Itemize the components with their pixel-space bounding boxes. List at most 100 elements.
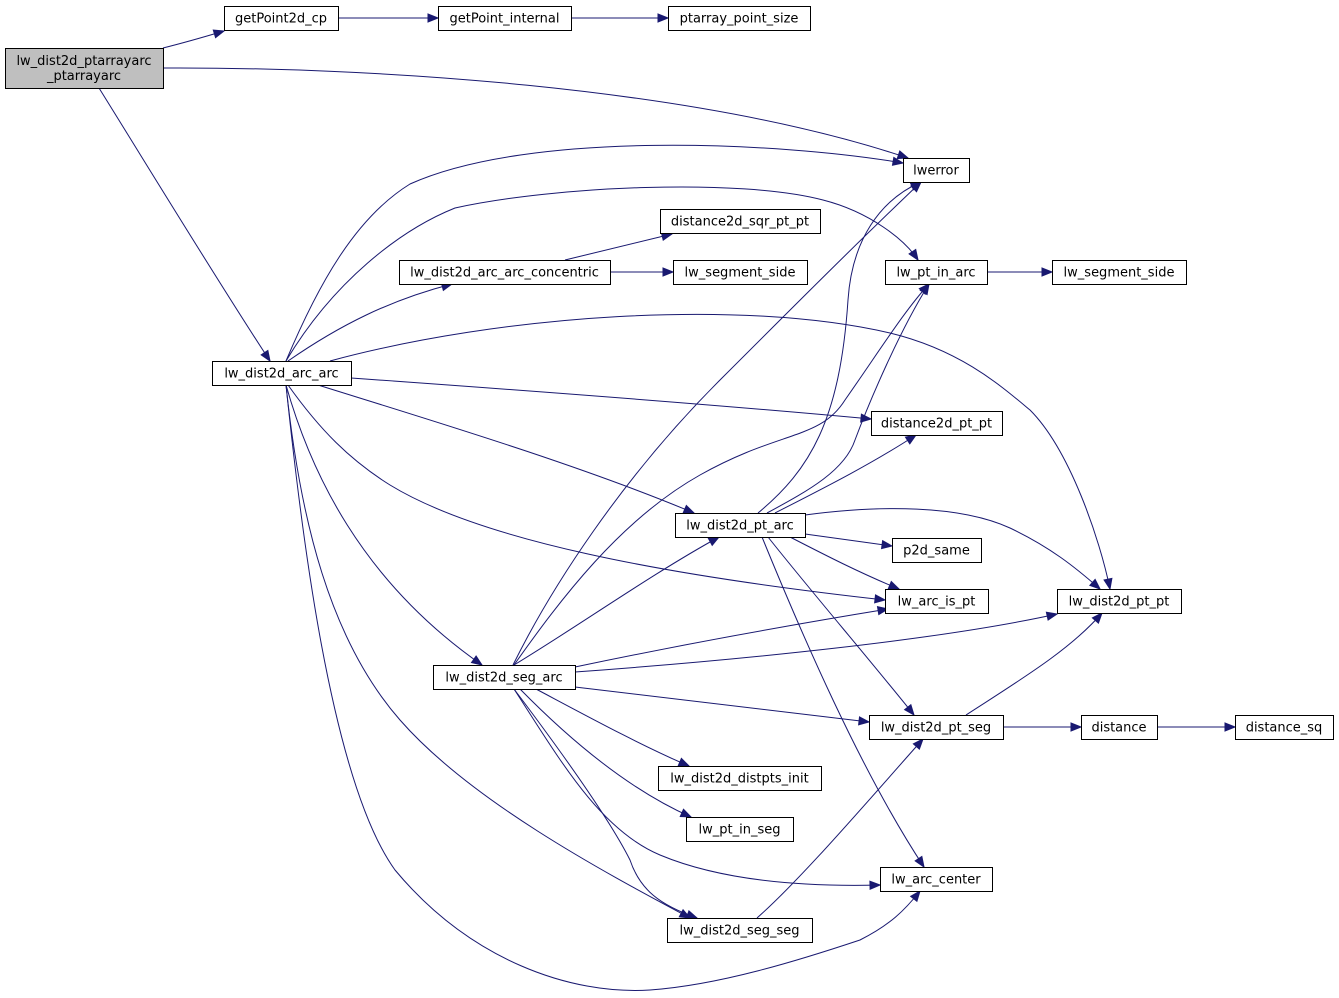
node-box[interactable] [869,715,1004,740]
node-distance[interactable]: distance [1081,715,1158,740]
node-label: lw_segment_side [685,266,796,281]
edge-arrowhead [896,150,910,160]
call-edge [285,186,919,362]
nodes-layer: lw_dist2d_ptarrayarc_ptarrayarc getPoint2… [5,6,1334,943]
node-lw-dist2d-arc-arc[interactable]: lw_dist2d_arc_arc [212,361,352,386]
node-lw-dist2d-pt-arc[interactable]: lw_dist2d_pt_arc [675,513,806,538]
node-lw-dist2d-seg-arc[interactable]: lw_dist2d_seg_arc [433,665,576,690]
node-box[interactable] [1235,715,1334,740]
node-box[interactable] [658,766,822,791]
edge-line [574,613,1058,673]
node-lw-arc-is-pt[interactable]: lw_arc_is_pt [885,589,989,614]
edge-arrowhead [860,413,873,423]
edge-line [766,283,930,514]
node-lw-dist2d-seg-seg[interactable]: lw_dist2d_seg_seg [667,918,813,943]
node-lw-dist2d-pt-pt[interactable]: lw_dist2d_pt_pt [1057,589,1182,614]
call-edge [513,688,699,919]
node-lw-segment-side-b[interactable]: lw_segment_side [1052,260,1187,285]
node-box[interactable] [660,209,821,234]
node-label: distance2d_pt_pt [881,417,992,432]
call-edge [287,384,887,604]
edge-line [767,536,915,716]
node-lw-segment-side-a[interactable]: lw_segment_side [673,260,808,285]
node-distance2d-sqr-pt-pt[interactable]: distance2d_sqr_pt_pt [660,209,821,234]
node-lw-pt-in-arc[interactable]: lw_pt_in_arc [885,260,988,285]
edge-line [965,612,1103,716]
call-edge [574,611,1059,673]
call-edge [512,181,922,666]
node-distance2d-pt-pt[interactable]: distance2d_pt_pt [871,411,1003,436]
node-box[interactable] [5,48,164,89]
node-box[interactable] [668,6,811,31]
node-ptarray-point-size[interactable]: ptarray_point_size [668,6,811,31]
edge-line [329,313,1111,590]
node-box[interactable] [871,411,1003,436]
call-edge [513,688,882,890]
node-lw-dist2d-arc-arc-concentric[interactable]: lw_dist2d_arc_arc_concentric [399,260,611,285]
node-label: getPoint_internal [449,12,559,27]
node-box[interactable] [438,6,572,31]
edge-arrowhead [260,349,271,363]
node-lw-dist2d-pt-seg[interactable]: lw_dist2d_pt_seg [869,715,1004,740]
call-edge [574,606,890,668]
call-edge [571,13,670,23]
edge-line [287,283,453,362]
node-label: lw_dist2d_pt_arc [686,519,794,534]
call-edge [513,536,721,666]
node-lw-arc-center[interactable]: lw_arc_center [880,867,993,892]
node-label: _ptarrayarc [46,69,121,84]
edge-arrowhead [887,580,901,590]
edge-line [350,377,872,420]
edge-line [317,384,695,514]
call-edge [350,377,873,423]
edge-line [285,186,919,362]
node-box[interactable] [224,6,339,31]
node-label: lw_dist2d_arc_arc_concentric [410,266,599,281]
node-box[interactable] [1057,589,1182,614]
node-box[interactable] [885,260,988,285]
node-lwerror[interactable]: lwerror [903,158,970,183]
node-box[interactable] [667,918,813,943]
node-distance-sq[interactable]: distance_sq [1235,715,1334,740]
node-lw-pt-in-seg[interactable]: lw_pt_in_seg [686,817,794,842]
edge-line [574,608,889,668]
edge-arrowhead [685,910,699,919]
call-edge [535,688,691,767]
edge-arrowhead [869,880,882,890]
edge-arrowhead [918,283,930,295]
edge-arrowhead [903,703,915,717]
edge-line [162,67,909,159]
node-p2d-same[interactable]: p2d_same [892,538,982,563]
node-box[interactable] [673,260,808,285]
node-label: distance2d_sqr_pt_pt [671,215,809,230]
node-box[interactable] [885,589,989,614]
edge-line [285,384,691,919]
edge-line [564,233,673,261]
edge-line [513,688,881,886]
node-getPoint2d-cp[interactable]: getPoint2d_cp [224,6,339,31]
node-label: lw_dist2d_arc_arc [224,367,338,382]
edge-arrowhead [880,539,894,550]
node-box[interactable] [880,867,993,892]
node-box[interactable] [212,361,352,386]
call-edge [285,144,905,362]
node-label: lw_dist2d_seg_arc [445,671,562,686]
call-edge [338,13,440,23]
node-box[interactable] [903,158,970,183]
edge-line [789,536,900,590]
node-box[interactable] [1052,260,1187,285]
node-box[interactable] [399,260,611,285]
node-root[interactable]: lw_dist2d_ptarrayarc_ptarrayarc [5,48,164,89]
edge-line [804,508,1101,590]
node-label: ptarray_point_size [680,12,799,27]
node-lw-dist2d-distpts-init[interactable]: lw_dist2d_distpts_init [658,766,822,791]
node-box[interactable] [892,538,982,563]
node-box[interactable] [433,665,576,690]
node-getPoint-internal[interactable]: getPoint_internal [438,6,572,31]
node-box[interactable] [1081,715,1158,740]
edge-arrowhead [662,267,675,277]
edge-arrowhead [679,808,693,818]
node-box[interactable] [675,513,806,538]
node-box[interactable] [686,817,794,842]
